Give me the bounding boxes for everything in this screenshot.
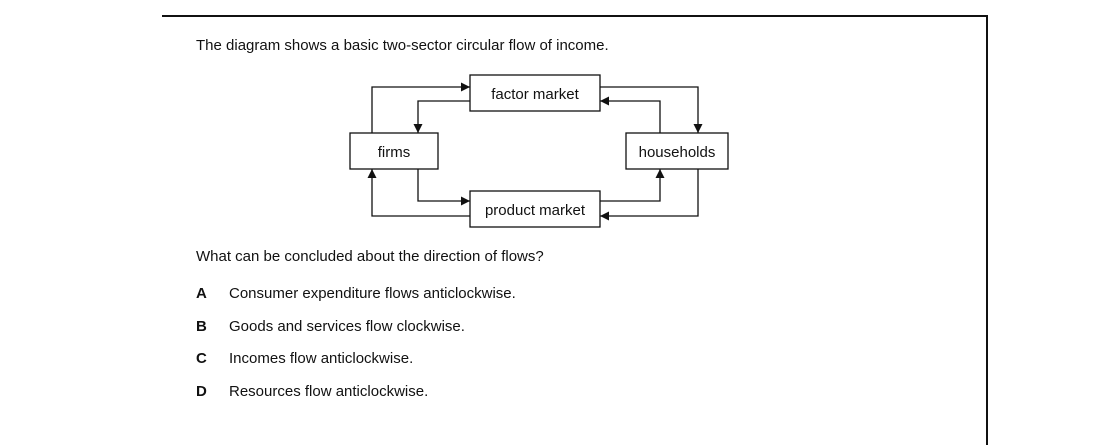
flow-arrow-product-market-to-households xyxy=(600,169,665,202)
option-c[interactable]: C Incomes flow anticlockwise. xyxy=(196,350,413,368)
option-text: Goods and services flow clockwise. xyxy=(229,318,465,335)
option-a[interactable]: A Consumer expenditure flows anticlockwis… xyxy=(196,285,516,303)
option-text: Resources flow anticlockwise. xyxy=(229,383,429,400)
circular-flow-diagram: factor market firms households product m… xyxy=(349,74,729,228)
product-market-label: product market xyxy=(485,202,586,219)
firms-label: firms xyxy=(378,144,411,161)
flow-arrow-factor-market-to-households xyxy=(600,86,703,133)
flow-arrow-firms-to-factor-market xyxy=(371,82,470,133)
flow-arrow-firms-to-product-market xyxy=(417,169,470,206)
flow-arrow-factor-market-to-firms xyxy=(413,100,470,133)
households-label: households xyxy=(639,144,716,161)
option-b[interactable]: B Goods and services flow clockwise. xyxy=(196,318,465,336)
option-letter: C xyxy=(196,350,207,367)
question-text: What can be concluded about the directio… xyxy=(196,248,544,265)
factor-market-box: factor market xyxy=(469,74,601,112)
flow-arrow-households-to-product-market xyxy=(600,169,699,221)
option-letter: B xyxy=(196,318,207,335)
firms-box: firms xyxy=(349,132,439,170)
flow-arrow-households-to-factor-market xyxy=(600,96,661,133)
option-letter: A xyxy=(196,285,207,302)
factor-market-label: factor market xyxy=(491,86,579,103)
flow-arrow-product-market-to-firms xyxy=(367,169,470,217)
households-box: households xyxy=(625,132,729,170)
product-market-box: product market xyxy=(469,190,601,228)
option-text: Incomes flow anticlockwise. xyxy=(229,350,414,367)
question-frame xyxy=(162,15,988,445)
intro-text: The diagram shows a basic two-sector cir… xyxy=(196,37,609,54)
option-d[interactable]: D Resources flow anticlockwise. xyxy=(196,383,428,401)
option-text: Consumer expenditure flows anticlockwise… xyxy=(229,285,516,302)
option-letter: D xyxy=(196,383,207,400)
